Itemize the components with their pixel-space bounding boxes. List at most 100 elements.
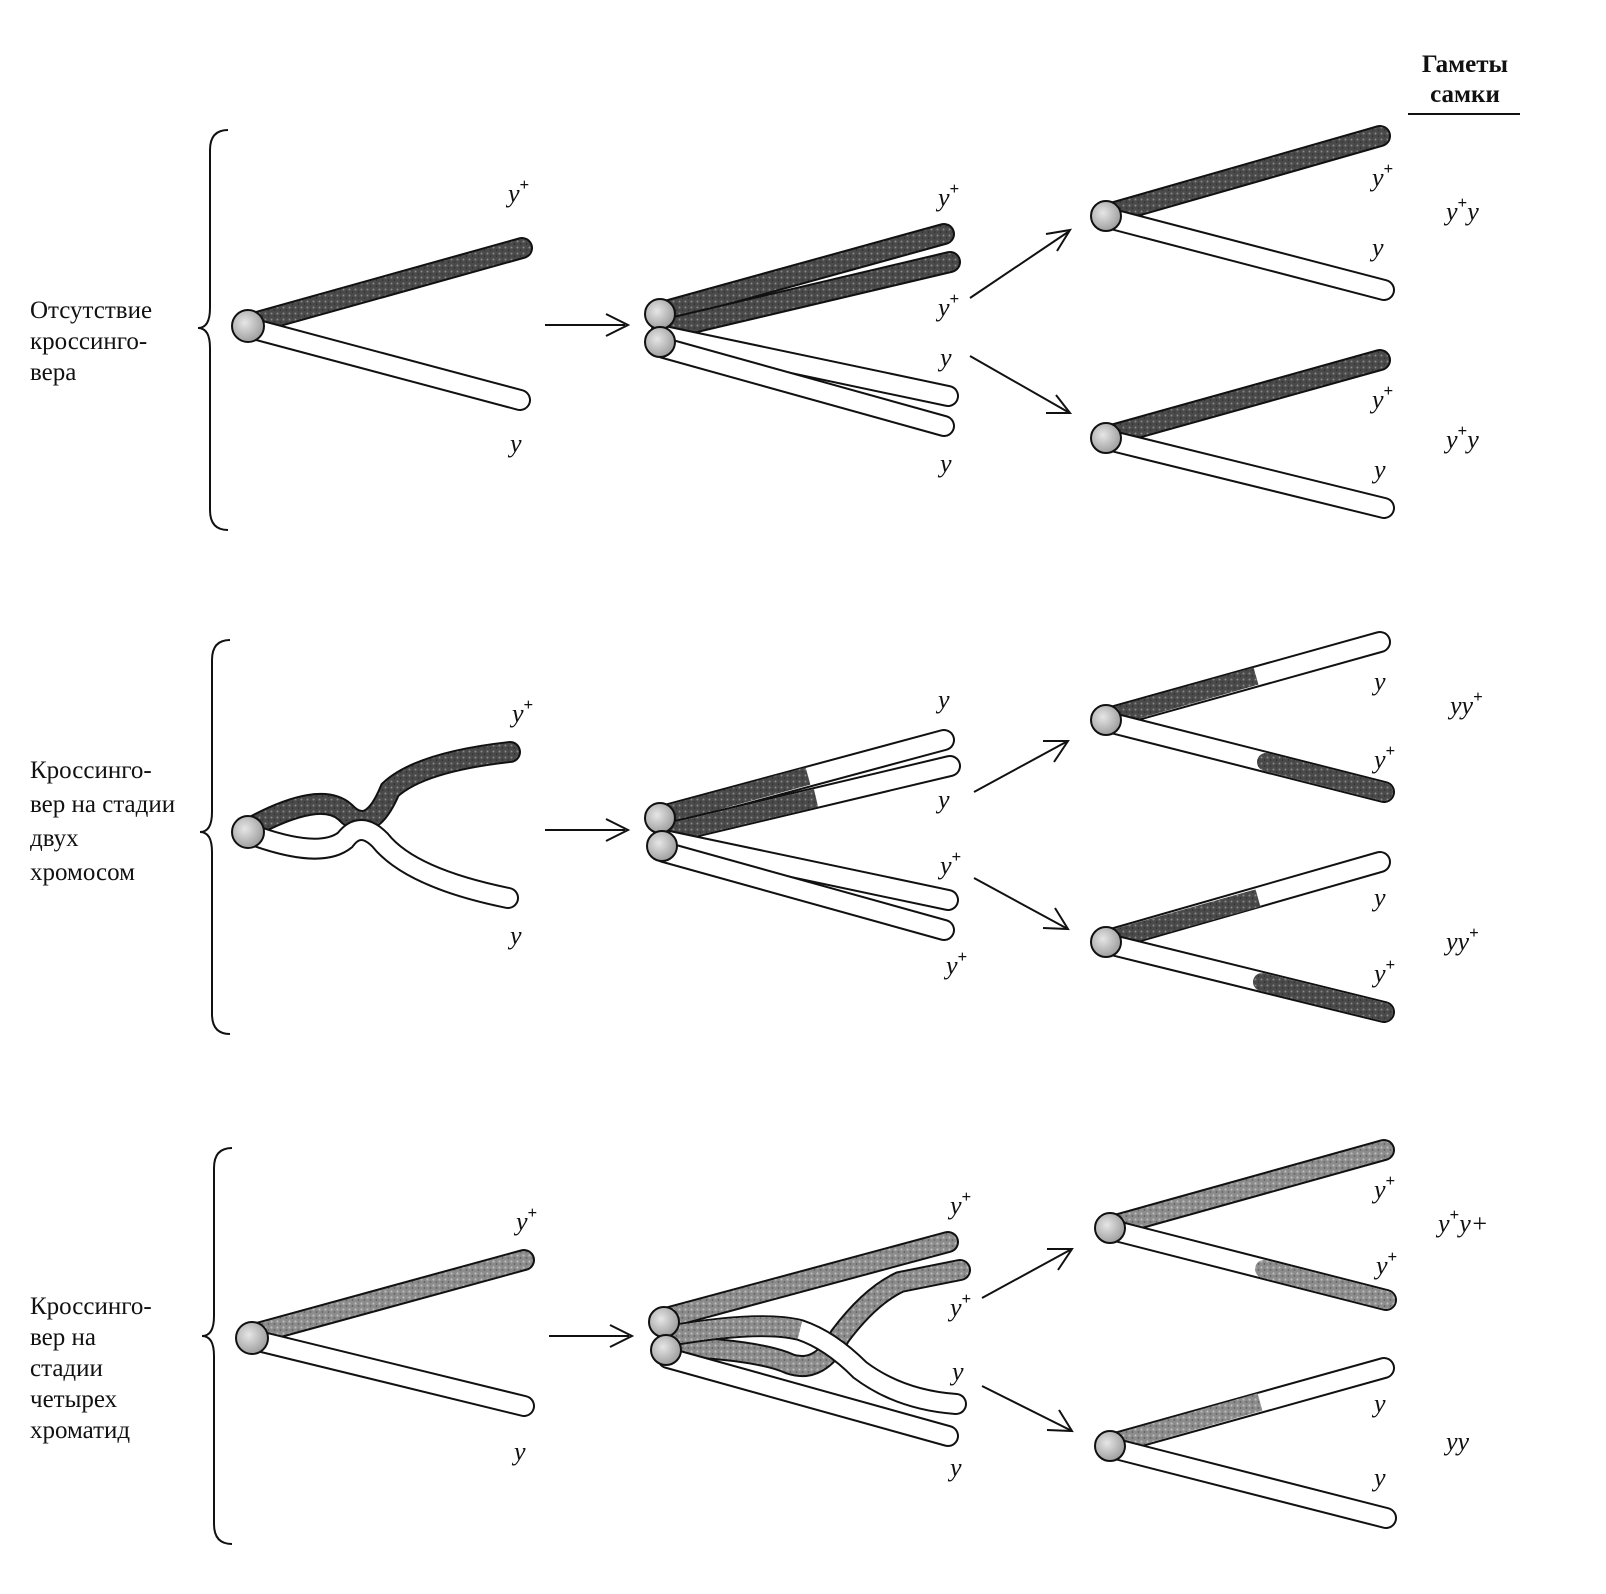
row-3-gamete-2-genotype: yy <box>1443 1427 1470 1456</box>
row-1-stage-2-label-3: y <box>937 343 952 372</box>
row-3-stage-2 <box>648 1231 971 1447</box>
row-3-gamete-2 <box>1094 1357 1397 1529</box>
row-3-title-line-5: хроматид <box>30 1417 130 1444</box>
centromere <box>1090 200 1122 232</box>
gamete-recombinant-top <box>1109 1393 1263 1453</box>
brace-row-3 <box>201 1147 233 1545</box>
chromatid-light-recombinant <box>666 1317 803 1345</box>
gametes-header: Гаметы самки <box>1408 51 1520 115</box>
row-3-title-line-1: Кроссинго- <box>30 1293 152 1320</box>
row-1-gamete-2-top-label: y+ <box>1369 381 1393 414</box>
chromatid-recombinant-2 <box>661 789 819 843</box>
row-2-stage-2-label-2: y <box>935 785 950 814</box>
centromere <box>1094 1430 1126 1462</box>
row-2-arrow-1 <box>545 818 631 842</box>
chromatid-light-2 <box>655 843 953 939</box>
row-1-gamete-1-top-label: y+ <box>1369 159 1393 192</box>
row-2-stage-2 <box>644 729 961 941</box>
gamete-chromatid-light <box>1099 209 1393 299</box>
row-1-arrow-1 <box>545 313 631 337</box>
row-3-stage-1 <box>235 1249 535 1417</box>
chromatid-light-1 <box>655 831 957 909</box>
row-2-stage-1 <box>231 741 521 909</box>
row-3-stage-2-label-4: y <box>947 1453 962 1482</box>
row-1-title-line-3: вера <box>30 359 76 386</box>
row-1-gamete-2 <box>1090 349 1395 519</box>
row-2-stage-1-top-label: y+ <box>509 695 533 728</box>
row-3-gamete-1 <box>1094 1139 1397 1311</box>
row-3-title-group: Кроссинго- вер на стадии четырех хромати… <box>30 1147 233 1545</box>
row-3-title-line-2: вер на <box>30 1324 96 1351</box>
row-2-title-line-3: двух <box>30 825 79 852</box>
chromosome-light-crossing <box>241 821 517 907</box>
row-1-stage-2 <box>644 223 961 437</box>
centromere-upper <box>644 298 676 330</box>
row-3-gamete-1-genotype: y+y+ <box>1435 1205 1488 1238</box>
row-3-gamete-2-bottom-label: y <box>1371 1463 1386 1492</box>
row-1-gamete-2-bottom-label: y <box>1371 455 1386 484</box>
row-3-gamete-2-top-label: y <box>1371 1389 1386 1418</box>
chromatid-light-2 <box>655 339 953 435</box>
row-2-title-group: Кроссинго- вер на стадии двух хромосом <box>30 639 231 1035</box>
centromere <box>1090 926 1122 958</box>
row-3-arrow-1 <box>549 1324 635 1348</box>
row-3-stage-2-label-1: y+ <box>947 1187 971 1220</box>
row-1-stage-1-bottom-label: y <box>507 429 522 458</box>
header-line-2: самки <box>1430 81 1500 108</box>
row-1-gamete-1-genotype: y+y <box>1443 193 1479 226</box>
centromere-upper <box>644 802 676 834</box>
row-1-gamete-1 <box>1090 125 1395 301</box>
gamete-recombinant-top <box>1105 889 1261 949</box>
row-2-stage-2-label-3: y+ <box>937 847 961 880</box>
gamete-recombinant-bottom <box>1253 973 1393 1021</box>
gamete-chromatid-grey <box>1103 1141 1393 1235</box>
row-2-gamete-1-bottom-label: y+ <box>1371 741 1395 774</box>
gamete-recombinant-bottom <box>1255 1260 1395 1309</box>
chromosome-dark-crossing <box>241 743 519 837</box>
row-1-stage-2-label-2: y+ <box>935 289 959 322</box>
centromere <box>1090 704 1122 736</box>
chromatid-dark-1 <box>653 225 953 321</box>
centromere <box>231 815 265 849</box>
row-2-gamete-2-top-label: y <box>1371 883 1386 912</box>
header-line-1: Гаметы <box>1422 51 1508 78</box>
gamete-recombinant-top <box>1105 667 1259 727</box>
chromatid-light-1 <box>655 327 957 405</box>
row-2-gamete-1-genotype: yy+ <box>1447 687 1483 720</box>
row-1-stage-1 <box>231 237 533 411</box>
centromere <box>235 1321 269 1355</box>
row-2-gamete-2 <box>1090 851 1395 1023</box>
gamete-recombinant-bottom <box>1257 753 1393 801</box>
row-2-gamete-2-bottom-label: y+ <box>1371 955 1395 988</box>
chromatid-grey-1 <box>657 1233 957 1327</box>
gamete-chromatid-dark <box>1099 127 1389 223</box>
row-2-split-arrows <box>973 740 1070 931</box>
centromere-upper <box>648 1306 680 1338</box>
chromatid-dark-2 <box>653 253 959 339</box>
row-1-stage-1-top-label: y+ <box>505 175 529 208</box>
centromere-lower <box>650 1334 682 1366</box>
row-3-title-line-4: четырех <box>30 1386 118 1413</box>
row-3-stage-1-bottom-label: y <box>511 1437 526 1466</box>
row-2-gamete-1 <box>1090 631 1395 803</box>
row-1-title-group: Отсутствие кроссинго- вера <box>30 129 229 531</box>
row-3-stage-1-top-label: y+ <box>513 1203 537 1236</box>
row-3-title-line-3: стадии <box>30 1355 103 1382</box>
row-3-stage-2-label-3: y <box>949 1357 964 1386</box>
chromatid-light-2 <box>659 1349 957 1445</box>
brace-row-1 <box>197 129 229 531</box>
gamete-chromatid-light <box>1103 1439 1395 1527</box>
chromosome-dark <box>241 239 531 333</box>
gamete-chromatid-light <box>1099 431 1393 517</box>
centromere <box>231 309 265 343</box>
row-3-split-arrows <box>981 1248 1074 1433</box>
centromere-lower <box>644 326 676 358</box>
row-2-gamete-2-genotype: yy+ <box>1443 923 1479 956</box>
row-1-gamete-1-bottom-label: y <box>1369 233 1384 262</box>
brace-row-2 <box>199 639 231 1035</box>
centromere <box>1094 1212 1126 1244</box>
centromere <box>1090 422 1122 454</box>
row-3-gamete-1-top-label: y+ <box>1371 1171 1395 1204</box>
row-2-title-line-1: Кроссинго- <box>30 757 152 784</box>
